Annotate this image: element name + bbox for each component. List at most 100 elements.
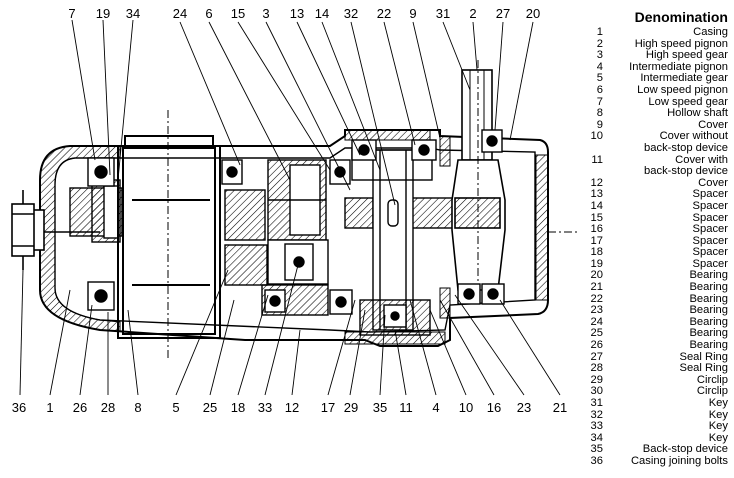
legend-item: 9 Cover [581,118,731,132]
legend-item-name: Back-stop device [642,443,728,456]
callout-bottom: 29 [344,400,358,415]
callout-top: 24 [173,6,187,21]
callout-top: 13 [290,6,304,21]
callout-top: 31 [436,6,450,21]
legend-item-number: 36 [590,454,603,467]
callout-bottom: 33 [258,400,272,415]
callout-top: 2 [469,6,476,21]
callout-top: 34 [126,6,140,21]
casing-wall-hatch [39,129,549,345]
legend-item-name: Spacer [692,199,728,212]
legend-item: 30 Circlip [581,386,731,398]
legend-item-name: Spacer [692,246,728,259]
callout-top: 19 [96,6,110,21]
legend-item-number: 7 [596,95,603,108]
legend-item-name: Intermediate pignon [629,60,728,73]
callout-bottom: 21 [553,400,567,415]
callout-bottom: 18 [231,400,245,415]
callout-bottom: 17 [321,400,335,415]
callout-top: 22 [377,6,391,21]
legend-item-name: back-stop device [644,141,728,154]
callout-top: 14 [315,6,329,21]
callout-bottom: 5 [172,400,179,415]
legend-item-number: 10 [590,130,603,143]
legend-item-name: Seal Ring [679,350,728,363]
legend-item: 27 Seal Ring [581,350,731,364]
legend-item-name: High speed gear [645,49,728,62]
legend-item-name: Bearing [689,304,728,317]
legend-item-number: 27 [590,350,603,363]
legend-item-number: 21 [590,281,603,294]
legend-item-name: Spacer [692,234,728,247]
legend-item-name: back-stop device [644,165,728,178]
legend-item-number: 5 [596,72,603,85]
legend-item: 4 Intermediate pignon [581,60,731,74]
legend-item-name: Spacer [692,223,728,236]
callout-bottom: 16 [487,400,501,415]
legend-item-name: Circlip [696,385,728,398]
legend-item-number: 1 [596,26,603,38]
legend-item: 29 Circlip [581,373,731,387]
legend-item: 35 Back-stop device [581,444,731,456]
legend-item-number: 18 [590,246,603,259]
callout-top: 3 [262,6,269,21]
legend-item-number: 16 [590,223,603,236]
legend-item-name: Intermediate gear [640,72,728,85]
legend-item-number: 29 [590,373,603,386]
legend-item-name: Cover with [675,153,728,166]
legend-item-name: Bearing [689,292,728,305]
low-speed-gear [69,179,123,243]
legend-item-number: 9 [596,118,603,131]
callout-bottom: 28 [101,400,115,415]
legend-item-number: 11 [591,153,603,166]
legend-item-name: Cover [698,176,728,189]
legend-item-number: 30 [590,385,603,398]
legend-item-number: 31 [590,397,603,409]
legend-item-number: 14 [590,199,603,212]
low-speed-pignon [224,159,327,241]
legend-item-name: Spacer [692,257,728,270]
high-speed-pignon [451,60,578,300]
bearing-high-speed [457,129,505,305]
legend-item-number: 24 [590,315,603,328]
casing-joining-bolt [11,190,100,270]
legend-item-number: 2 [596,37,603,50]
legend-item: 14 Spacer [581,199,731,213]
callout-bottom: 10 [459,400,473,415]
legend-item: back-stop device [581,166,731,178]
legend-item-number [581,143,603,155]
legend-item-name: Bearing [689,281,728,294]
legend-item-name: Bearing [689,327,728,340]
legend-item-number: 19 [590,257,603,270]
legend-item-name: Low speed gear [648,95,728,108]
hollow-shaft [117,110,221,360]
legend-item: back-stop device [581,141,731,155]
callout-top: 20 [526,6,540,21]
legend-item-name: Key [708,431,728,444]
legend-item-number: 8 [596,107,603,120]
legend-item-number: 35 [590,443,603,456]
callout-top: 15 [231,6,245,21]
callout-top: 9 [409,6,416,21]
legend-item-number: 4 [596,60,603,73]
callout-top: 7 [68,6,75,21]
callouts-top: 7 19 34 24 6 15 3 13 14 32 22 9 31 2 27 … [68,6,540,21]
legend-item-name: Cover [698,118,728,131]
legend-item-name: Circlip [696,373,728,386]
